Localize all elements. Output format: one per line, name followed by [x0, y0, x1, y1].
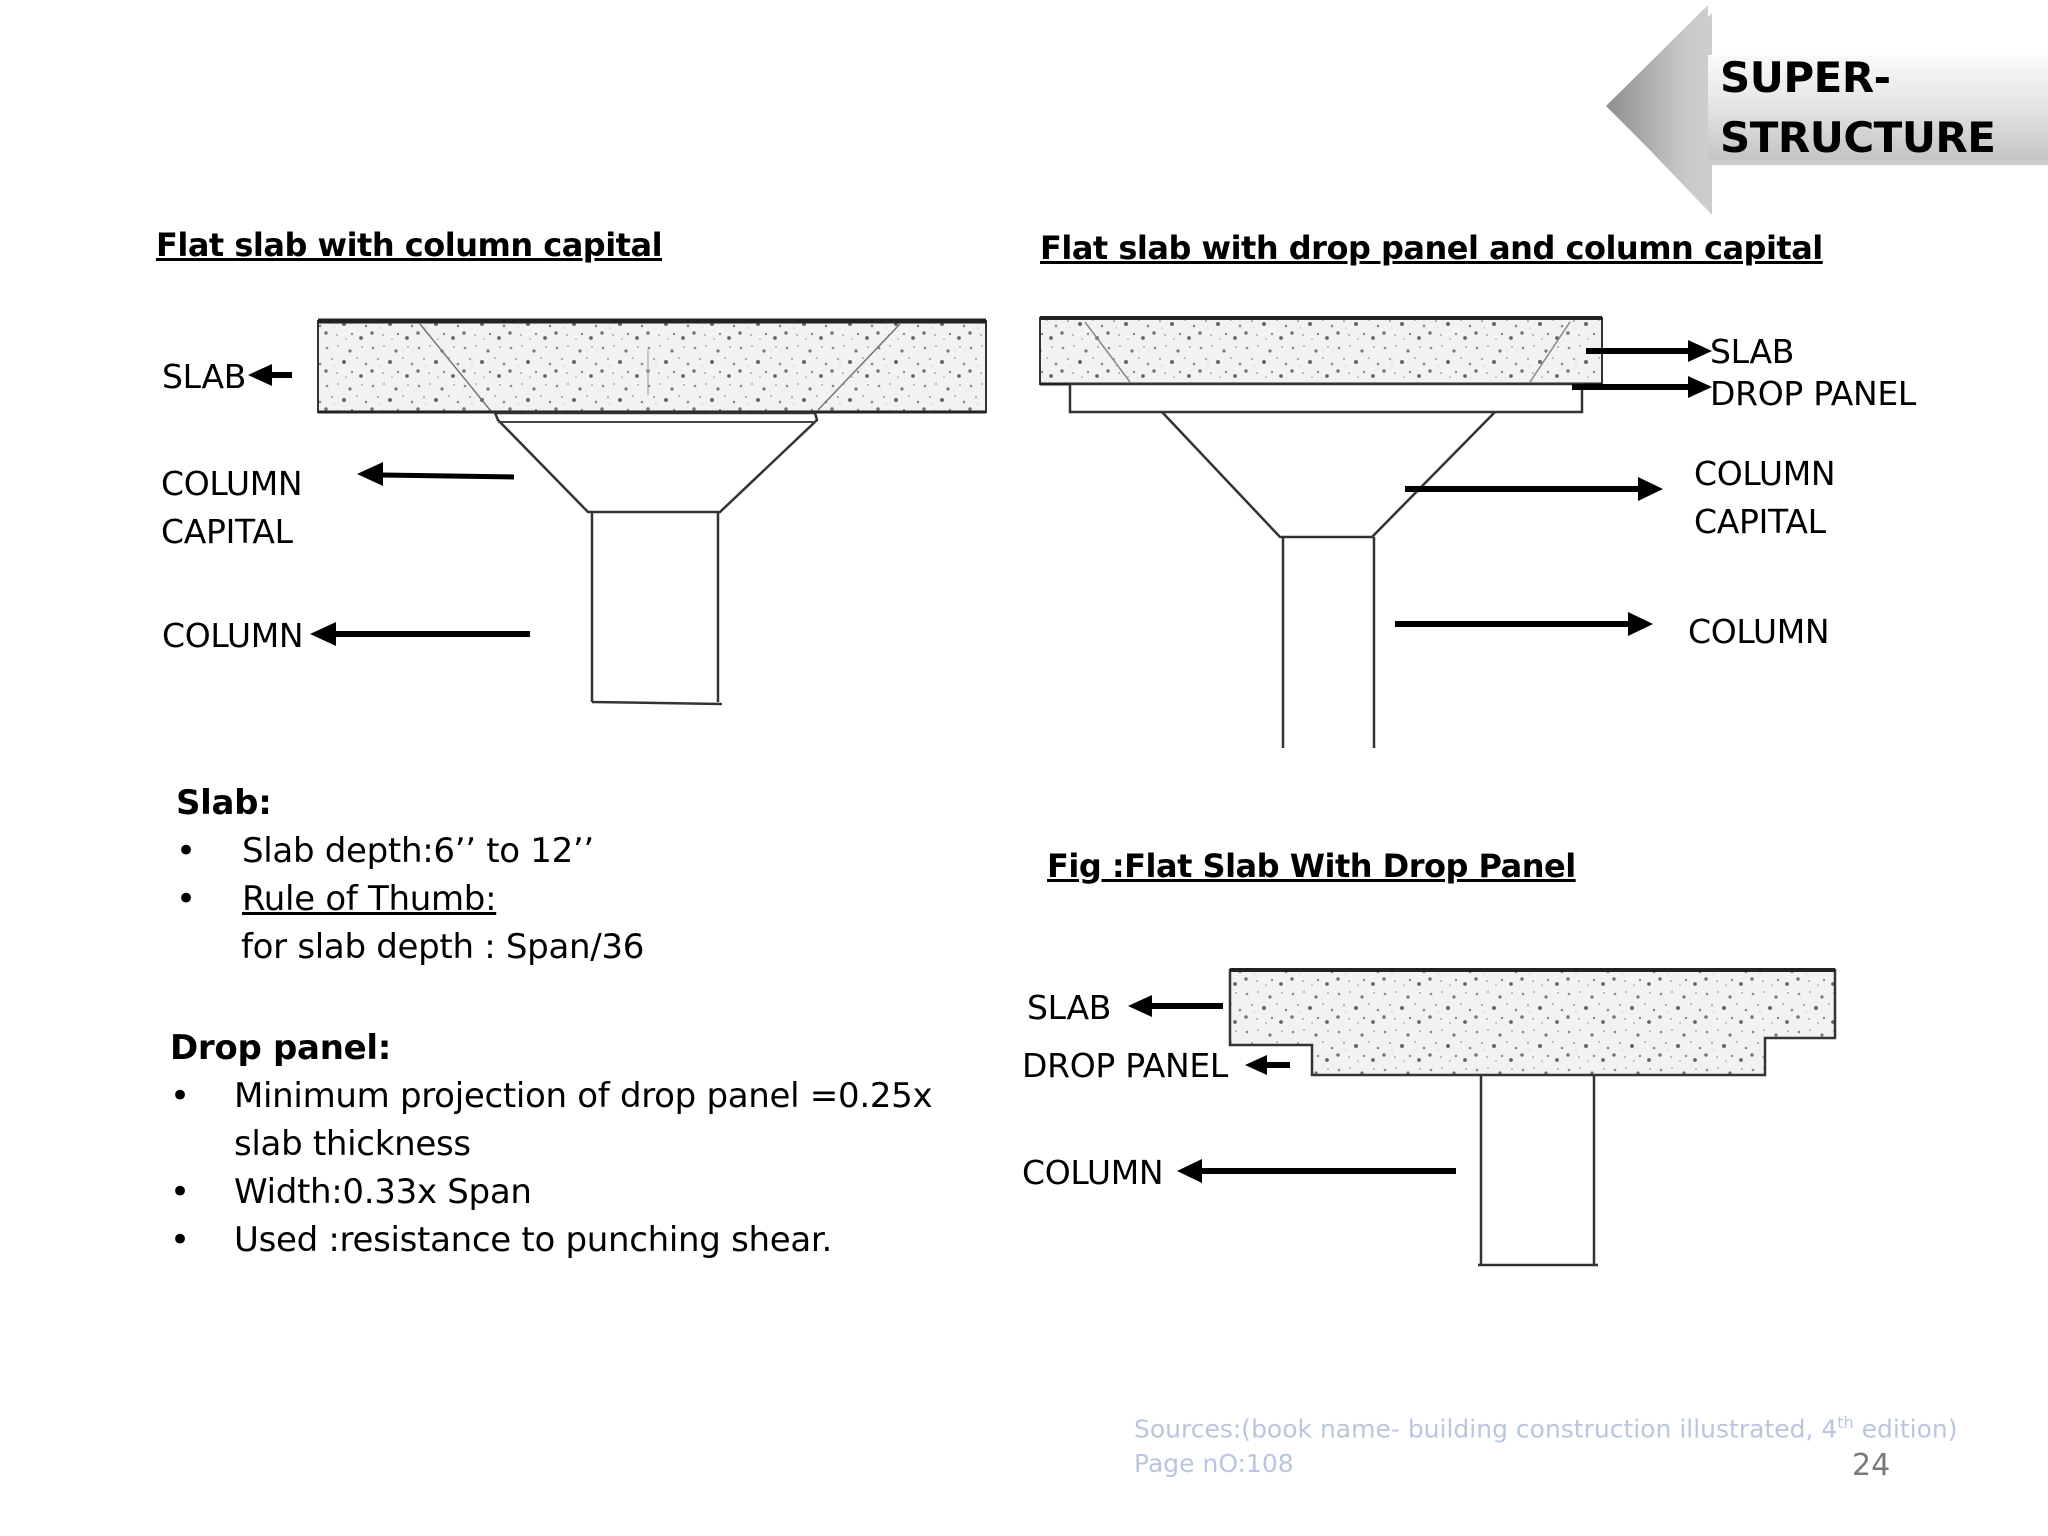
nav-badge[interactable]: SUPER- STRUCTURE [1600, 0, 2048, 215]
figure2-label-capital: COLUMN CAPITAL [1694, 450, 1836, 546]
slab-notes: Slab: • Slab depth:6’’ to 12’’ • Rule of… [176, 779, 936, 971]
figure3-label-slab: SLAB [1027, 988, 1112, 1027]
figure1-label-column: COLUMN [162, 616, 304, 655]
figure3-label-column: COLUMN [1022, 1153, 1164, 1192]
nav-badge-line1: SUPER- [1720, 53, 1891, 102]
slab-notes-item1: • Slab depth:6’’ to 12’’ [176, 831, 594, 871]
figure2-column-capital [1161, 411, 1496, 539]
page-number: 24 [1852, 1448, 1891, 1483]
figure1-label-slab: SLAB [162, 357, 247, 396]
slab-notes-item2: • Rule of Thumb: [176, 879, 497, 919]
figure3-label-drop-panel: DROP PANEL [1022, 1046, 1228, 1085]
slab-notes-heading: Slab: [176, 783, 272, 823]
figure2-column [1281, 537, 1376, 748]
figure2-drop-panel [1068, 382, 1584, 414]
drop-panel-notes: Drop panel: • Minimum projection of drop… [170, 1024, 990, 1264]
figure3-title: Fig :Flat Slab With Drop Panel [1047, 847, 1576, 885]
figure1-label-capital-line2: CAPITAL [161, 512, 293, 551]
figure2-label-capital-line2: CAPITAL [1694, 502, 1826, 541]
figure2-label-slab: SLAB [1710, 332, 1795, 371]
figure3-column [1478, 1075, 1598, 1267]
source-citation: Sources:(book name- building constructio… [1134, 1405, 1958, 1481]
source-line1: Sources:(book name- building constructio… [1134, 1413, 1958, 1444]
figure1-title: Flat slab with column capital [156, 226, 663, 264]
figure1-label-capital-line1: COLUMN [161, 464, 303, 503]
figure1-column-capital [493, 411, 819, 514]
slab-notes-item2-cont: for slab depth : Span/36 [241, 927, 645, 967]
figure2-label-drop-panel: DROP PANEL [1710, 374, 1916, 413]
source-line2: Page nO:108 [1134, 1449, 1294, 1479]
figure2-label-column: COLUMN [1688, 612, 1830, 651]
nav-badge-line2: STRUCTURE [1720, 113, 1996, 162]
nav-badge-text: SUPER- STRUCTURE [1720, 48, 1996, 168]
drop-notes-item1: • Minimum projection of drop panel =0.25… [170, 1076, 933, 1164]
drop-notes-heading: Drop panel: [170, 1028, 392, 1068]
figure2-label-capital-line1: COLUMN [1694, 454, 1836, 493]
figure1-column [590, 512, 723, 706]
figure1-label-capital: COLUMN CAPITAL [161, 460, 303, 556]
figure3-slab-and-drop-panel [1228, 968, 1837, 1077]
figure2-title: Flat slab with drop panel and column cap… [1040, 229, 1823, 267]
drop-notes-item3: • Used :resistance to punching shear. [170, 1220, 832, 1260]
drop-notes-item2: • Width:0.33x Span [170, 1172, 532, 1212]
nav-arrow-shape [1606, 5, 2048, 215]
